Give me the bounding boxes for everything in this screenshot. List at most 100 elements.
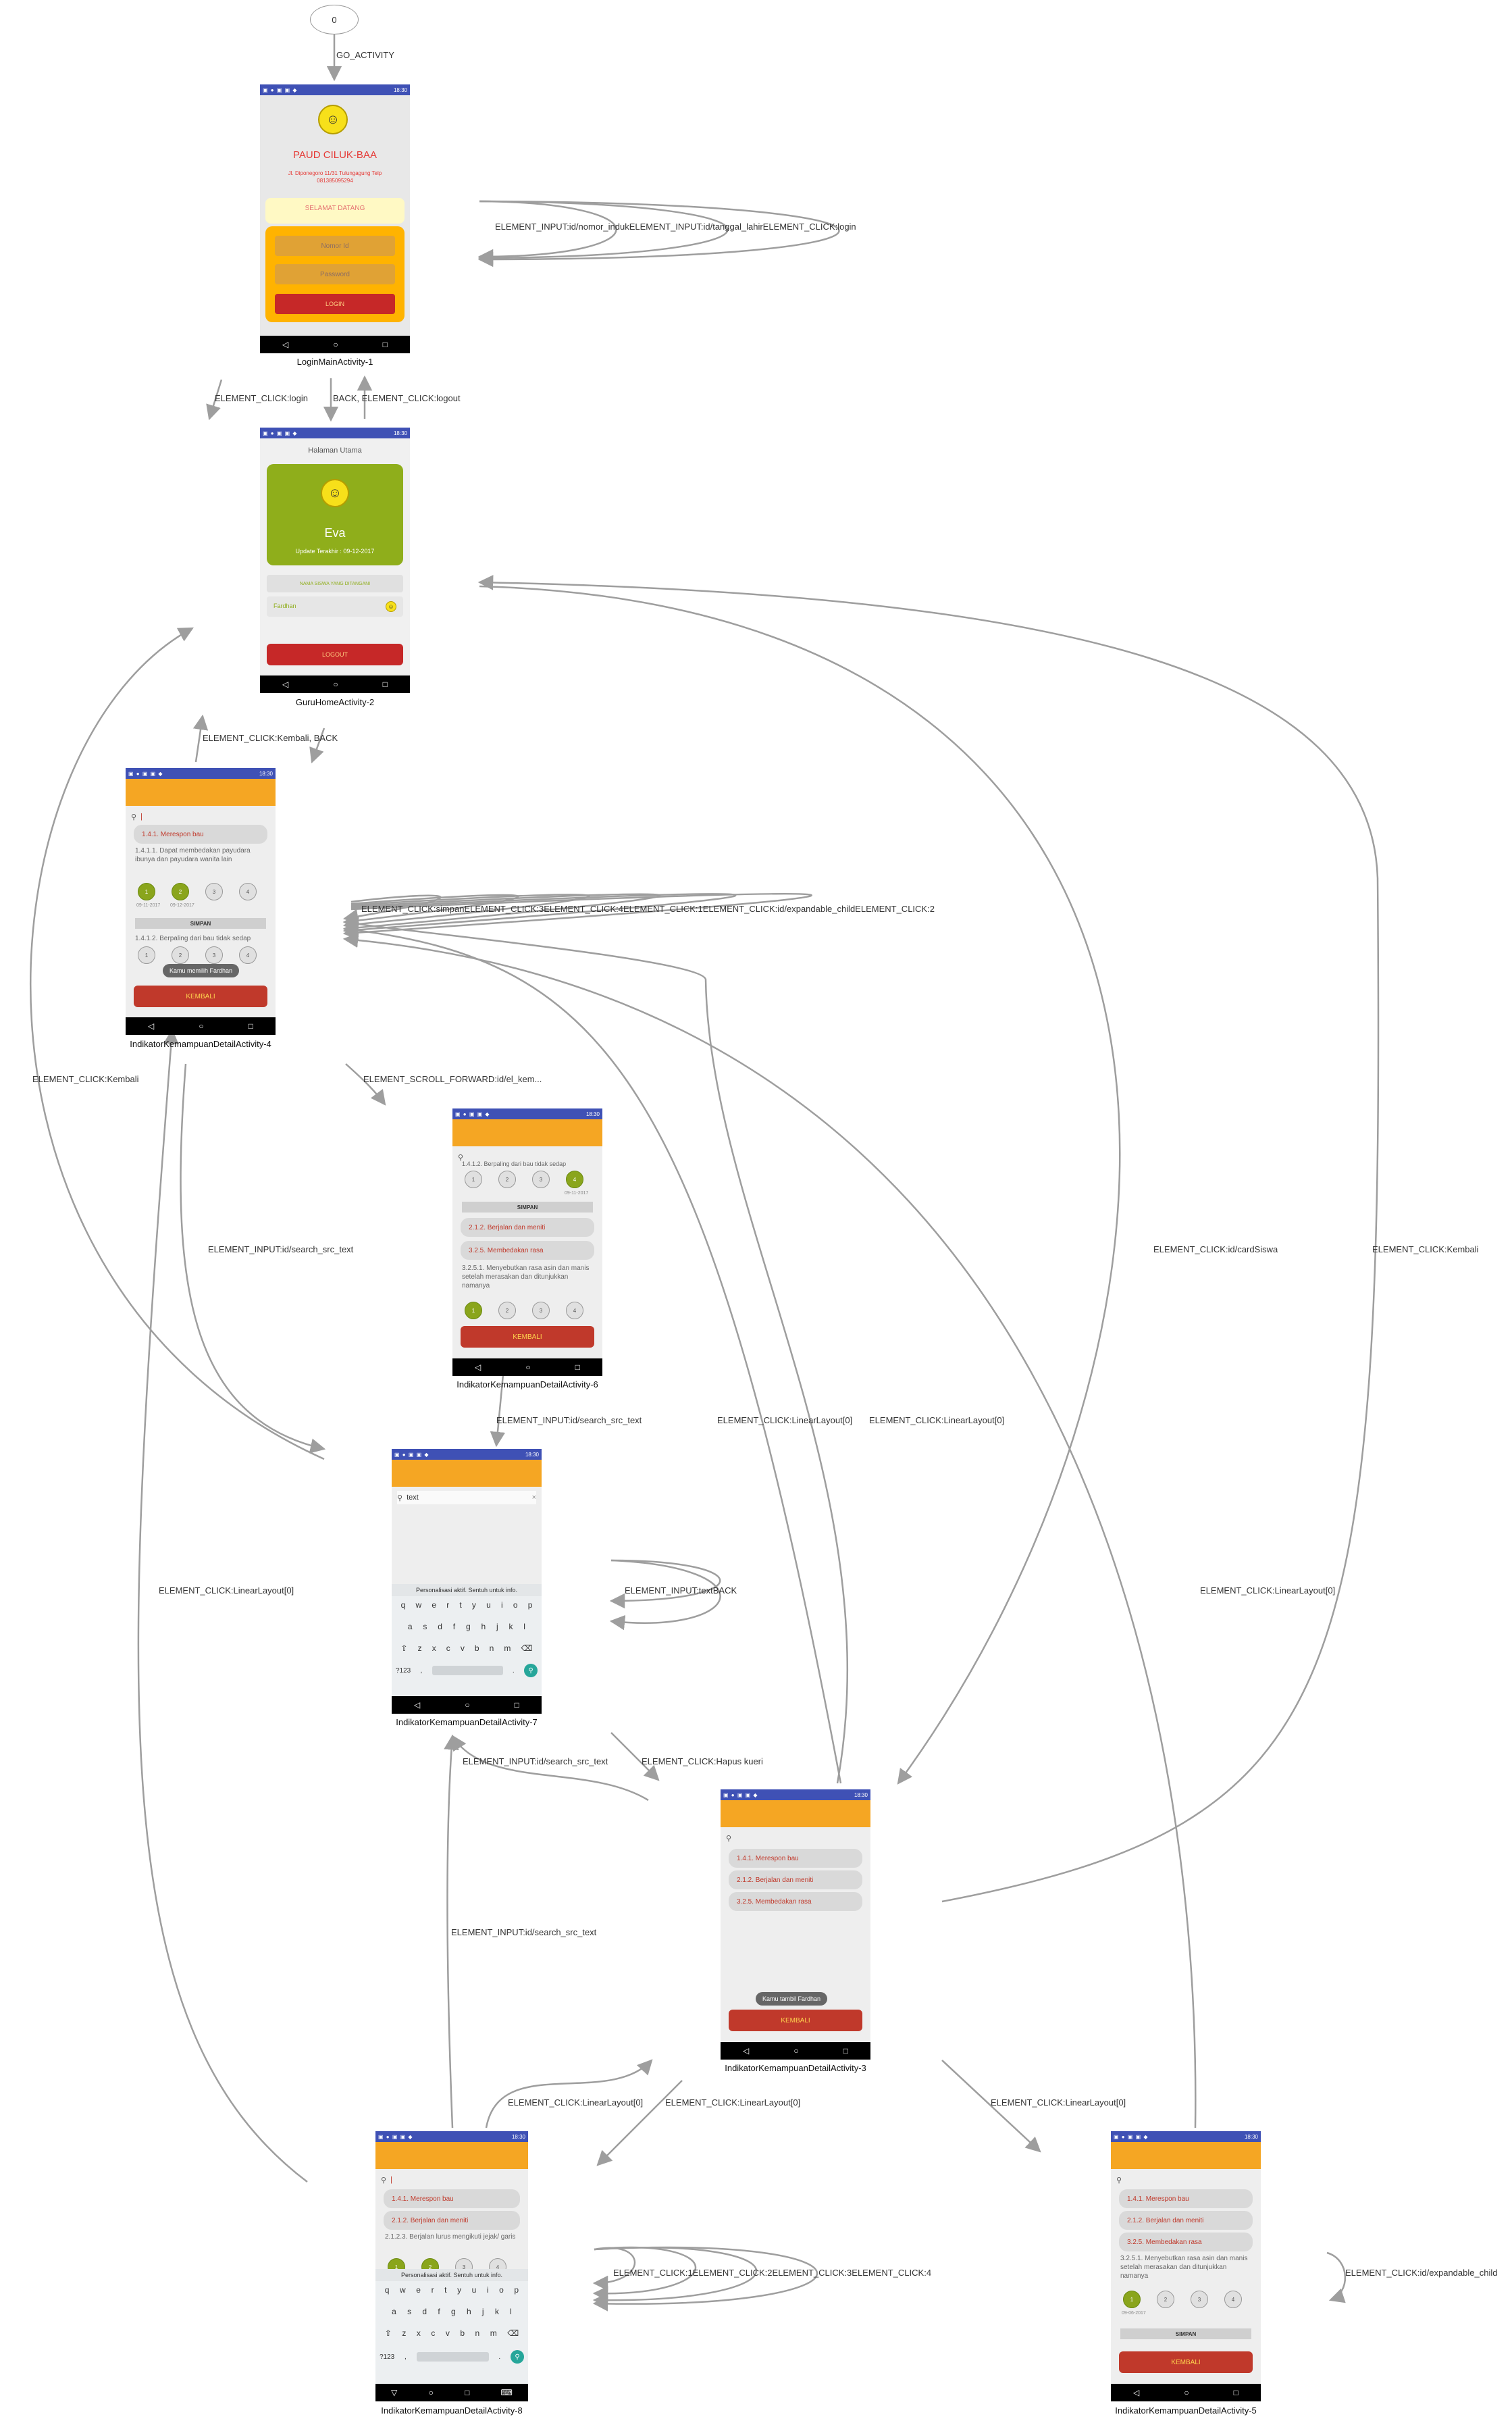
home-nav-icon[interactable]: ○ [333,680,338,689]
home-nav-icon[interactable]: ○ [793,2046,799,2056]
score-1[interactable]: 1 [465,1171,482,1188]
edge-label-a4-to-a6: ELEMENT_SCROLL_FORWARD:id/el_kem... [363,1074,542,1084]
home-nav-icon[interactable]: ○ [525,1362,531,1372]
score-2b[interactable]: 2 [498,1302,516,1319]
back-nav-icon[interactable]: ◁ [475,1362,481,1372]
app-bar [452,1119,602,1146]
score-2[interactable]: 2 [498,1171,516,1188]
kembali-button[interactable]: KEMBALI [1119,2351,1253,2373]
indicator-item-1[interactable]: 1.4.1. Merespon bau [1119,2189,1253,2208]
screen-activity-4: ▣ ● ▣ ▣ ◆18:30 ⚲| 1.4.1. Merespon bau 1.… [126,768,276,1035]
search-bar[interactable]: ⚲| [131,813,142,821]
score-1b[interactable]: 1 [465,1302,482,1319]
logout-button[interactable]: LOGOUT [267,644,403,665]
nav-bar: ◁ ○ □ [392,1696,542,1714]
student-row-name: Fardhan [273,603,296,609]
search-bar[interactable]: ⚲| [381,2176,392,2185]
back-nav-icon[interactable]: ◁ [282,340,289,349]
score-1[interactable]: 1 [1123,2291,1141,2308]
indicator-item-3[interactable]: 3.2.5. Membedakan rasa [1119,2233,1253,2251]
score-4b[interactable]: 4 [239,946,257,964]
recents-nav-icon[interactable]: □ [382,340,388,349]
score-2[interactable]: 2 [172,883,189,900]
recents-nav-icon[interactable]: □ [382,680,388,689]
back-nav-icon[interactable]: ◁ [414,1700,421,1710]
score-3[interactable]: 3 [1191,2291,1208,2308]
keyboard-row-4[interactable]: ?123,.⚲ [396,1664,538,1677]
edge-label-a8-to-a3: ELEMENT_CLICK:LinearLayout[0] [508,2097,644,2108]
score-2b[interactable]: 2 [172,946,189,964]
score-2[interactable]: 2 [1157,2291,1174,2308]
back-nav-icon[interactable]: ◁ [282,680,289,689]
recents-nav-icon[interactable]: □ [248,1021,253,1031]
simpan-button[interactable]: SIMPAN [462,1202,593,1213]
keyboard-switch-icon[interactable]: ⌨ [500,2388,513,2397]
search-input[interactable]: text [407,1494,419,1502]
nomor-induk-input[interactable]: Nomor Id [275,236,395,256]
password-input[interactable]: Password [275,264,395,284]
status-time: 18:30 [393,430,407,436]
home-nav-icon[interactable]: ○ [333,340,338,349]
search-bar[interactable]: ⚲ [726,1831,865,1845]
edge-label-a4-self: ELEMENT_CLICK:simpanELEMENT_CLICK:3ELEME… [361,904,935,914]
recents-nav-icon[interactable]: □ [1233,2388,1239,2397]
simpan-button[interactable]: SIMPAN [135,918,266,929]
back-nav-icon[interactable]: ◁ [148,1021,155,1031]
score-3[interactable]: 3 [532,1171,550,1188]
home-nav-icon[interactable]: ○ [428,2388,434,2397]
indicator-item-2[interactable]: 2.1.2. Berjalan dan meniti [729,1870,862,1889]
edge-label-a7-self: ELEMENT_INPUT:textBACK [625,1585,737,1596]
score-4[interactable]: 4 [239,883,257,900]
back-nav-icon[interactable]: ◁ [1133,2388,1140,2397]
search-bar[interactable]: ⚲ [458,1150,597,1164]
indicator-item-1[interactable]: 1.4.1. Merespon bau [384,2189,520,2208]
indicator-item-2[interactable]: 3.2.5. Membedakan rasa [461,1241,594,1260]
home-nav-icon[interactable]: ○ [199,1021,204,1031]
score-1b[interactable]: 1 [138,946,155,964]
indicator-item-3[interactable]: 3.2.5. Membedakan rasa [729,1892,862,1911]
kembali-button[interactable]: KEMBALI [134,986,267,1007]
score-4[interactable]: 4 [1224,2291,1242,2308]
kembali-button[interactable]: KEMBALI [729,2010,862,2031]
indicator-item[interactable]: 1.4.1. Merespon bau [134,825,267,844]
toast-message: Kamu memilih Fardhan [163,964,240,977]
kembali-button[interactable]: KEMBALI [461,1326,594,1348]
search-bar[interactable]: ⚲ [1116,2173,1255,2187]
hide-keyboard-nav-icon[interactable]: ▽ [391,2388,398,2397]
login-form: Nomor Id Password LOGIN [265,226,405,322]
score-4b[interactable]: 4 [566,1302,583,1319]
score-4[interactable]: 4 [566,1171,583,1188]
score-3b[interactable]: 3 [532,1302,550,1319]
back-nav-icon[interactable]: ◁ [743,2046,750,2056]
clear-search-icon[interactable]: × [531,1494,536,1502]
edge-label-a5-to-a4: ELEMENT_CLICK:LinearLayout[0] [1200,1585,1336,1596]
score-3[interactable]: 3 [205,883,223,900]
edge-a7-self-2 [609,1559,721,1631]
recents-nav-icon[interactable]: □ [465,2388,470,2397]
home-nav-icon[interactable]: ○ [1184,2388,1189,2397]
indicator-item-1[interactable]: 2.1.2. Berjalan dan meniti [461,1218,594,1237]
student-card[interactable]: ☺ Eva Update Terakhir : 09-12-2017 [267,464,403,565]
login-button[interactable]: LOGIN [275,294,395,314]
indicator-item-1[interactable]: 1.4.1. Merespon bau [729,1849,862,1868]
recents-nav-icon[interactable]: □ [514,1700,519,1710]
indicator-item-2[interactable]: 2.1.2. Berjalan dan meniti [1119,2211,1253,2230]
indicator-item-2[interactable]: 2.1.2. Berjalan dan meniti [384,2211,520,2230]
home-nav-icon[interactable]: ○ [465,1700,470,1710]
keyboard-row-4[interactable]: ?123,.⚲ [380,2350,524,2364]
recents-nav-icon[interactable]: □ [843,2046,848,2056]
simpan-button[interactable]: SIMPAN [1120,2328,1251,2339]
edge-label-home-to-a3: ELEMENT_CLICK:id/cardSiswa [1153,1244,1278,1254]
smiley-logo-icon: ☺ [318,105,348,134]
student-row[interactable]: Fardhan ☺ [267,596,403,617]
recents-nav-icon[interactable]: □ [575,1362,580,1372]
score-1[interactable]: 1 [138,883,155,900]
search-bar[interactable]: ⚲text× [397,1491,536,1504]
score-3b[interactable]: 3 [205,946,223,964]
